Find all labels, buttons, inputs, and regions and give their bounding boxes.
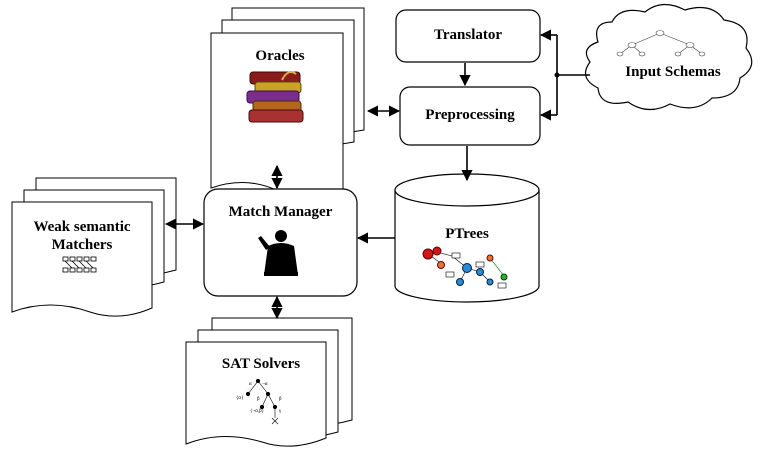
- sat-tree-labels: α ¬α {α} β β {¬α,β} γ: [236, 382, 282, 414]
- input-schemas-label: Input Schemas: [625, 64, 721, 80]
- weak-matchers-label-line2: Matchers: [51, 237, 113, 253]
- books-icon: [246, 71, 304, 123]
- tree-label-set-not-alpha-beta: {¬α,β}: [250, 409, 264, 414]
- weak-matchers-label-line1: Weak semantic: [33, 219, 131, 235]
- ptrees-network-icon: [422, 246, 508, 289]
- tree-label-gamma: γ: [279, 409, 282, 414]
- sat-search-tree-icon: [245, 378, 279, 425]
- tree-label-beta-left: β: [257, 397, 260, 402]
- tree-label-alpha: α: [249, 382, 252, 387]
- ptrees-label: PTrees: [445, 226, 489, 242]
- matchers-grid-icon: [62, 256, 97, 273]
- tree-label-beta-right: β: [279, 397, 282, 402]
- translator-label: Translator: [433, 27, 503, 43]
- input-schemas-cloud: [584, 3, 753, 111]
- manager-person-icon: [258, 230, 298, 276]
- sat-solvers-label: SAT Solvers: [221, 356, 301, 372]
- connectors: [164, 29, 590, 320]
- preprocessing-label: Preprocessing: [425, 107, 515, 123]
- tree-label-set-alpha: {α}: [236, 396, 243, 401]
- match-manager-label: Match Manager: [228, 204, 333, 220]
- branch-junction: [554, 72, 560, 78]
- oracles-label: Oracles: [255, 48, 305, 64]
- schema-tree-icon: [616, 30, 706, 57]
- sat-solvers-document-stack: [185, 317, 353, 447]
- tree-label-not-alpha: ¬α: [262, 382, 268, 387]
